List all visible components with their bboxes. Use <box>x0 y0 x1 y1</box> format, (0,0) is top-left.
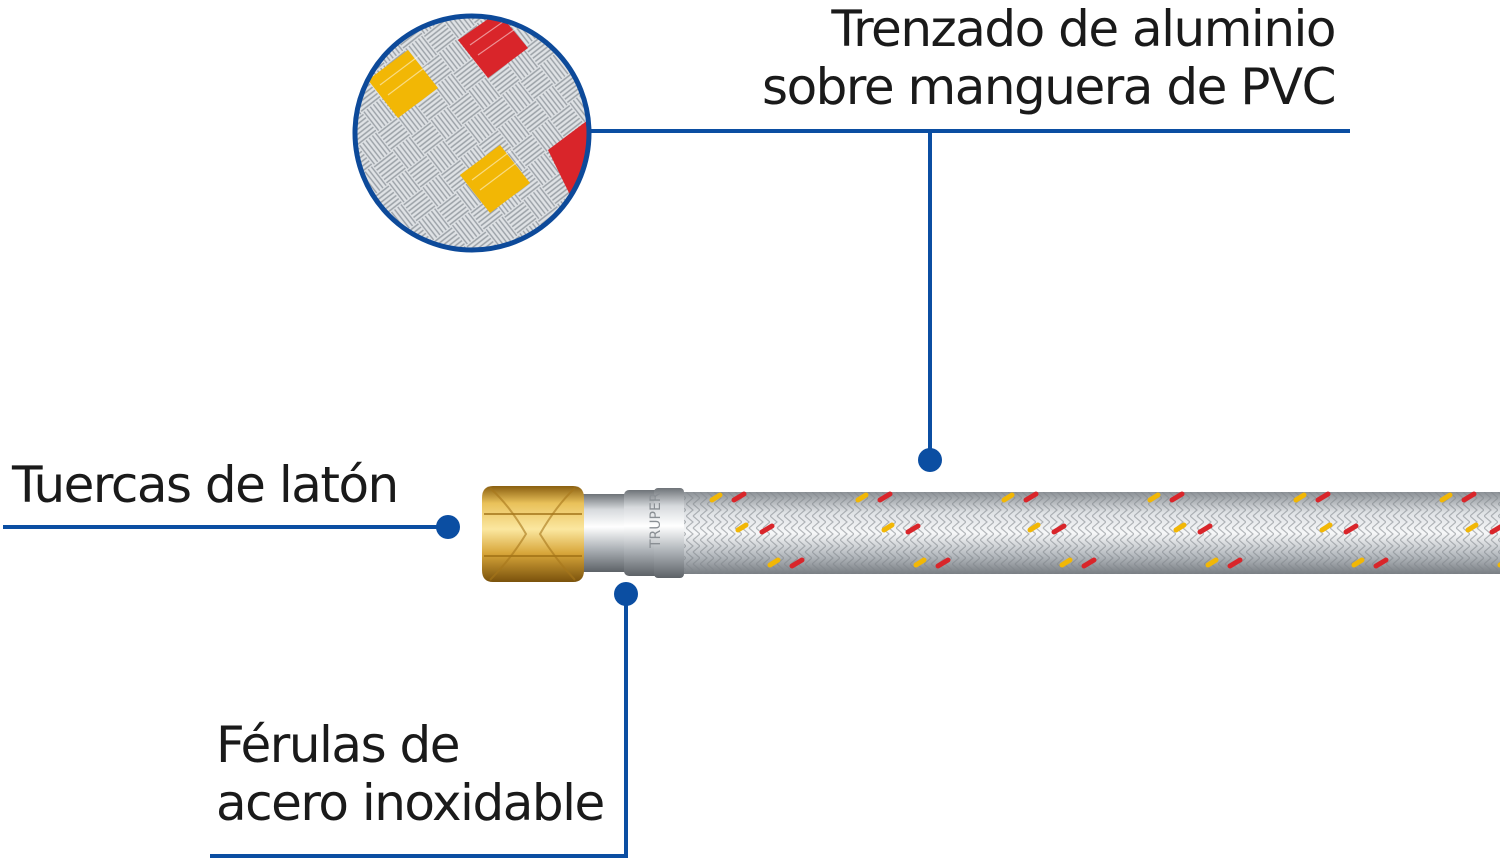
hose-color-mark <box>735 522 749 533</box>
braid-label-line2: sobre manguera de PVC <box>762 58 1336 116</box>
hose-color-mark <box>1023 491 1039 503</box>
hose-color-mark <box>855 492 869 503</box>
hose-color-mark <box>1147 492 1161 503</box>
ferrules-label-line1: Férulas de <box>216 716 461 774</box>
hose-color-mark <box>1315 491 1331 503</box>
hose-color-mark <box>1081 557 1097 569</box>
brass-nut <box>482 486 584 582</box>
hose-color-mark <box>1173 522 1187 533</box>
hose-color-mark <box>1051 523 1067 535</box>
hose-color-mark <box>759 523 775 535</box>
hose-color-mark <box>1227 557 1243 569</box>
hose-color-mark <box>877 491 893 503</box>
braid-zoom-circle <box>352 13 592 253</box>
hose-color-mark <box>913 557 927 568</box>
ferrules-label: Férulas de acero inoxidable <box>216 716 605 832</box>
hose-color-mark <box>1001 492 1015 503</box>
nuts-label: Tuercas de latón <box>12 456 399 514</box>
hose-color-marks <box>709 491 1500 569</box>
hose-color-mark <box>731 491 747 503</box>
callout-lines <box>3 129 1350 858</box>
hose-color-mark <box>1197 523 1213 535</box>
braid-callout-dot <box>918 448 942 472</box>
nuts-label-text: Tuercas de latón <box>12 456 399 514</box>
hose-color-mark <box>1205 557 1219 568</box>
hose-color-mark <box>709 492 723 503</box>
hose-color-mark <box>1489 524 1500 535</box>
hose-color-mark <box>789 557 805 569</box>
hose-color-mark <box>1343 523 1359 535</box>
callout-dots <box>436 448 942 606</box>
hose-color-mark <box>1461 491 1477 503</box>
hose-color-mark <box>905 523 921 535</box>
braid-label-line1: Trenzado de aluminio <box>831 0 1336 58</box>
hose-color-mark <box>1465 522 1479 533</box>
hose-color-mark <box>1351 557 1365 568</box>
ferrules-label-line2: acero inoxidable <box>216 774 605 832</box>
hose-color-mark <box>767 557 781 568</box>
hose-color-mark <box>881 522 895 533</box>
hose-color-mark <box>1027 522 1041 533</box>
svg-text:TRUPER: TRUPER <box>648 492 664 549</box>
stainless-ferrule: TRUPER <box>578 488 684 578</box>
ferrules-callout-line <box>210 594 628 858</box>
hose-color-mark <box>1169 491 1185 503</box>
braid-label: Trenzado de aluminio sobre manguera de P… <box>762 0 1336 116</box>
hose-assembly: TRUPER <box>482 486 1500 582</box>
nuts-callout-dot <box>436 515 460 539</box>
hose-color-mark <box>1293 492 1307 503</box>
hose-color-mark <box>1319 522 1333 533</box>
hose-color-mark <box>1439 492 1453 503</box>
hose-color-mark <box>935 557 951 569</box>
hose-color-mark <box>1373 557 1389 569</box>
hose-color-mark <box>1059 557 1073 568</box>
ferrules-callout-dot <box>614 582 638 606</box>
